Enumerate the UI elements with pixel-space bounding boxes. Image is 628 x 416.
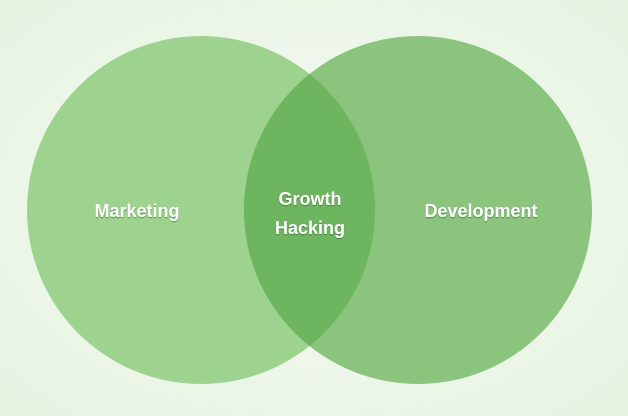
growth-hacking-label-line1: Growth xyxy=(279,189,342,209)
marketing-label: Marketing xyxy=(94,201,179,221)
intersection-region xyxy=(244,36,375,384)
development-label: Development xyxy=(424,201,537,221)
growth-hacking-label-line2: Hacking xyxy=(275,218,345,238)
